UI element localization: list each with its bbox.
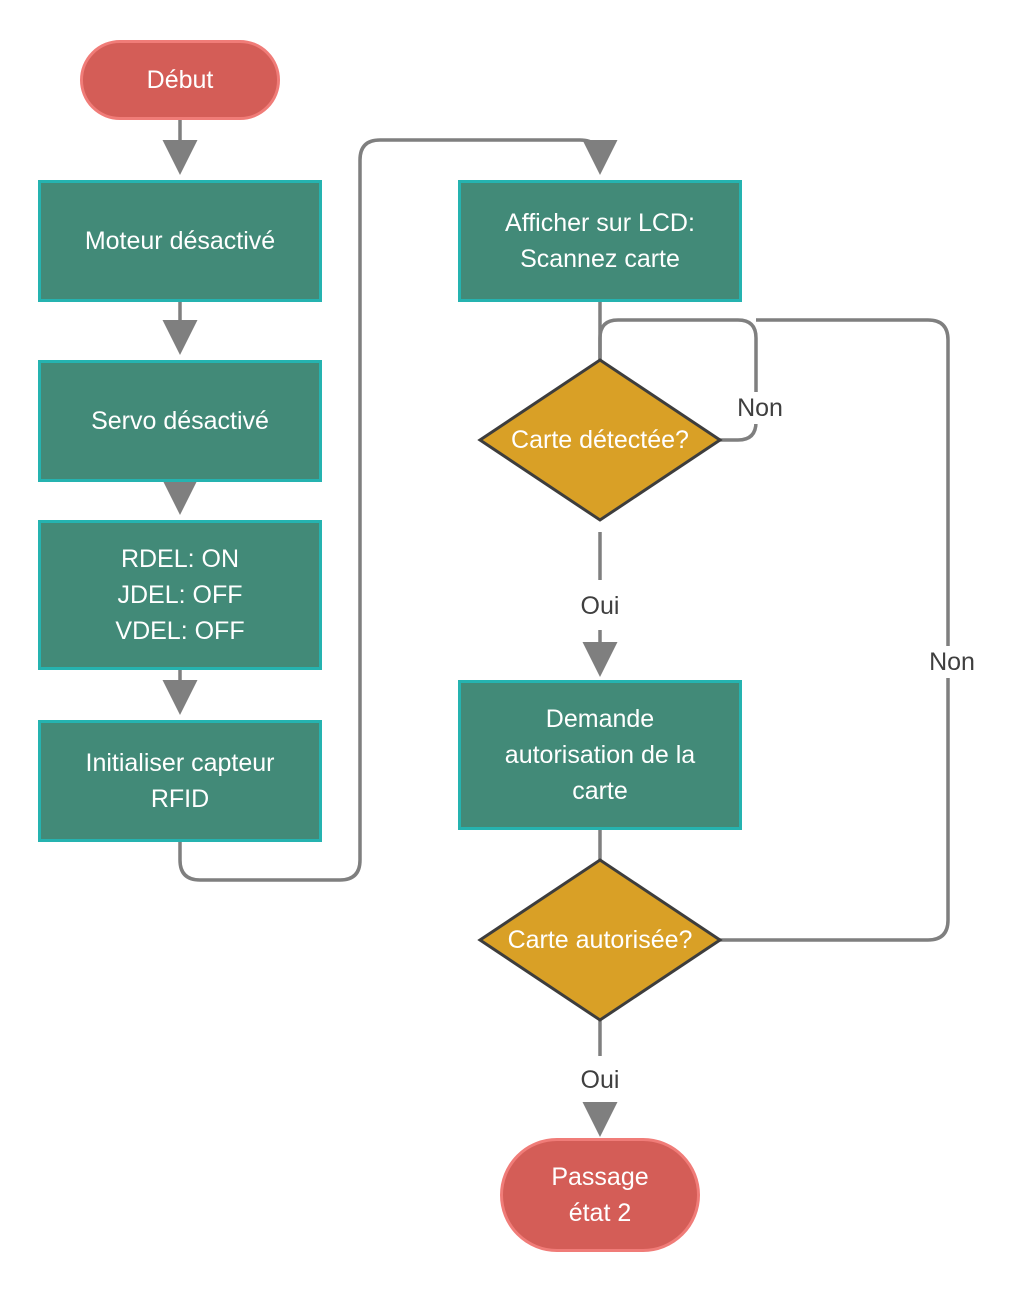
decision-card-detected-shape xyxy=(477,358,723,522)
led-yellow-label: JDEL: OFF xyxy=(117,581,243,609)
detected-no-text: Non xyxy=(737,394,783,422)
connector-rfid-to-lcd xyxy=(178,138,618,882)
connector-detected-no-loop xyxy=(598,318,758,442)
init-rfid-line-2: RFID xyxy=(150,785,210,813)
authorized-no-text: Non xyxy=(929,648,975,676)
process-leds: RDEL: ON JDEL: OFF VDEL: OFF xyxy=(38,520,322,670)
motor-off-label: Moteur désactivé xyxy=(84,227,276,255)
process-lcd-display: Afficher sur LCD: Scannez carte xyxy=(458,180,742,302)
end-line-1: Passage xyxy=(551,1163,649,1191)
init-rfid-line-1: Initialiser capteur xyxy=(85,749,275,777)
led-green-label: VDEL: OFF xyxy=(115,617,245,645)
lcd-display-line-2: Scannez carte xyxy=(520,245,680,273)
lcd-display-line-1: Afficher sur LCD: xyxy=(505,209,695,237)
led-red-label: RDEL: ON xyxy=(120,545,240,573)
edge-label-authorized-no: Non xyxy=(916,646,988,678)
connector-authorized-no xyxy=(718,318,950,942)
end-terminal: Passage état 2 xyxy=(500,1138,700,1252)
start-label: Début xyxy=(146,66,214,94)
end-line-2: état 2 xyxy=(568,1199,632,1227)
card-detected-text: Carte détectée? xyxy=(511,426,689,454)
edge-label-authorized-yes: Oui xyxy=(570,1064,630,1096)
decision-card-authorized-shape xyxy=(477,858,723,1022)
decision-card-authorized-label: Carte autorisée? xyxy=(474,924,726,956)
process-request-authorization: Demande autorisation de la carte xyxy=(458,680,742,830)
edge-label-detected-yes: Oui xyxy=(570,590,630,622)
start-terminal: Début xyxy=(80,40,280,120)
process-motor-off: Moteur désactivé xyxy=(38,180,322,302)
detected-yes-text: Oui xyxy=(580,592,620,620)
request-auth-line-2: autorisation de la xyxy=(504,741,696,769)
request-auth-line-1: Demande xyxy=(545,705,655,733)
decision-card-detected-label: Carte détectée? xyxy=(480,424,720,456)
edge-label-detected-no: Non xyxy=(726,392,794,424)
servo-off-label: Servo désactivé xyxy=(91,407,269,435)
request-auth-line-3: carte xyxy=(572,777,628,805)
process-servo-off: Servo désactivé xyxy=(38,360,322,482)
authorized-yes-text: Oui xyxy=(580,1066,620,1094)
process-init-rfid: Initialiser capteur RFID xyxy=(38,720,322,842)
card-authorized-text: Carte autorisée? xyxy=(507,926,693,954)
